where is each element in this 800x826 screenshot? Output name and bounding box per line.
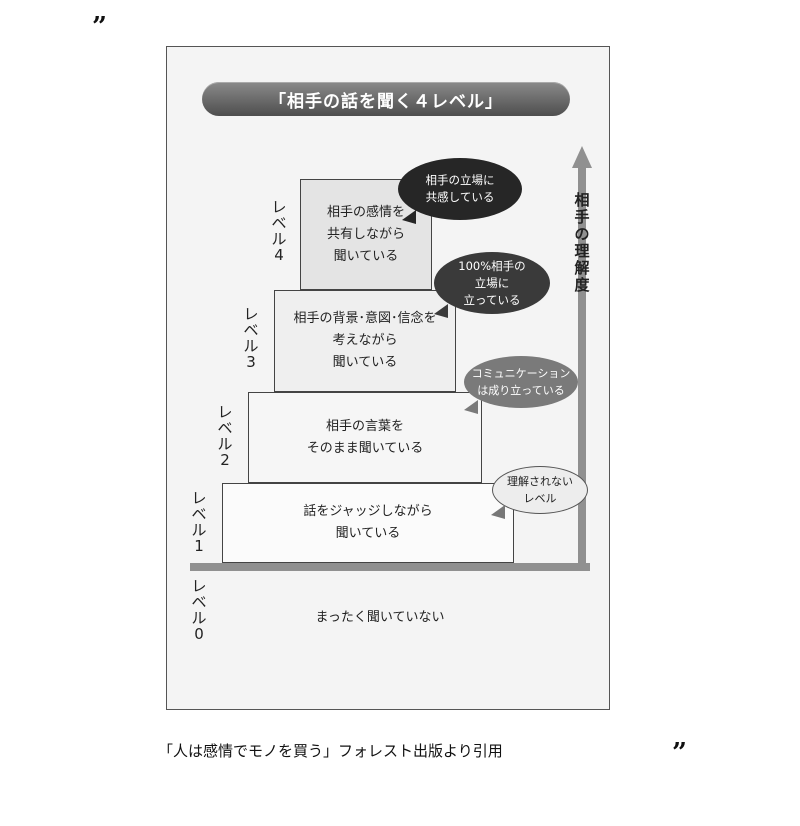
step-level-1: 話をジャッジしながら 聞いている: [222, 483, 514, 563]
understanding-axis: [578, 166, 586, 567]
axis-label: 相 手 の 理 解 度: [574, 191, 590, 294]
level-2-label: レ ベ ル 2: [217, 403, 233, 469]
speech-bubble-level-2: コミュニケーション は成り立っている: [464, 356, 578, 408]
step-level-4: 相手の感情を 共有しながら 聞いている: [300, 179, 432, 290]
closing-quote-mark: ”: [672, 738, 687, 768]
up-arrow-icon: [572, 146, 592, 168]
speech-bubble-level-4: 相手の立場に 共感している: [398, 158, 522, 220]
level-0-label: レ ベ ル 0: [191, 577, 207, 643]
speech-bubble-level-3: 100%相手の 立場に 立っている: [434, 252, 550, 314]
step-level-3: 相手の背景･意図･信念を 考えながら 聞いている: [274, 290, 456, 392]
level-3-label: レ ベ ル 3: [243, 305, 259, 371]
baseline: [190, 563, 590, 571]
diagram-title: 「相手の話を聞く４レベル」: [202, 82, 570, 116]
opening-quote-mark: ”: [92, 12, 107, 42]
speech-bubble-level-1: 理解されない レベル: [492, 466, 588, 514]
level-1-label: レ ベ ル 1: [191, 489, 207, 555]
level-4-label: レ ベ ル 4: [271, 198, 287, 264]
source-caption: 「人は感情でモノを買う」フォレスト出版より引用: [158, 742, 503, 760]
step-level-2: 相手の言葉を そのまま聞いている: [248, 392, 482, 483]
level-0-description: まったく聞いていない: [315, 610, 445, 625]
